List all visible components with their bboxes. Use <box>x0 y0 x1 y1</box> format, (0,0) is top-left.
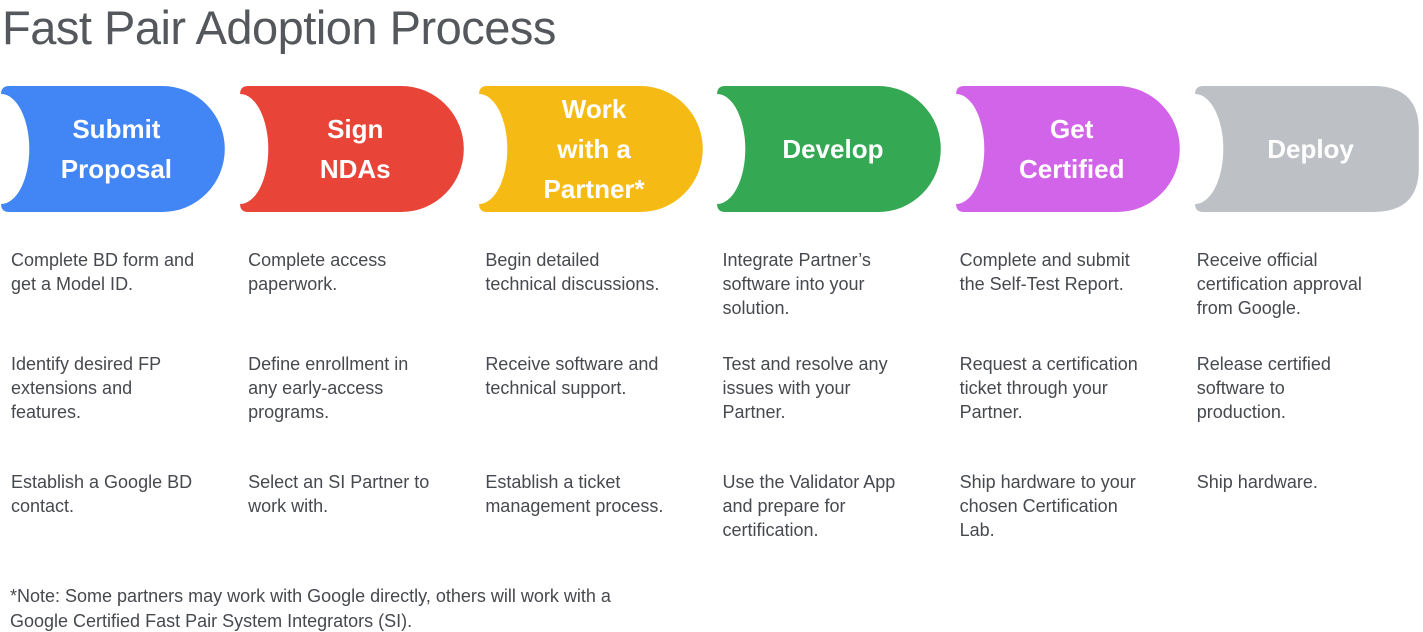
stage-shape <box>239 86 464 212</box>
step-item: Establish a ticket management process. <box>485 472 664 516</box>
stage-label: Develop <box>782 134 884 164</box>
chevron-pill-shape <box>717 86 942 212</box>
stage-shape <box>956 86 1181 212</box>
step-item: Receive official certification approval … <box>1196 250 1362 318</box>
step-item: Complete access paperwork. <box>248 250 387 294</box>
steps-grid: Complete BD form and get a Model ID. Ide… <box>0 248 1423 542</box>
stage-deploy: Deploy <box>1184 85 1423 213</box>
step-item: Request a certification ticket through y… <box>959 354 1138 422</box>
chevron-pill-shape <box>956 86 1181 212</box>
stage-shape <box>717 86 942 212</box>
step-item: Test and resolve any issues with your Pa… <box>722 354 888 422</box>
stage-work-with-partner: Work with a Partner* <box>468 85 707 213</box>
step-item: Complete BD form and get a Model ID. <box>11 250 195 294</box>
step-item: Release certified software to production… <box>1196 354 1331 422</box>
step-item: Ship hardware to your chosen Certificati… <box>959 472 1136 540</box>
stage-submit-proposal: Submit Proposal <box>0 85 229 213</box>
stage-label: Sign NDAs <box>319 114 391 184</box>
step-item: Establish a Google BD contact. <box>11 472 193 516</box>
process-flow: Submit Proposal Sign NDAs Work with a Pa… <box>0 85 1423 213</box>
rounded-end-shape <box>1195 86 1419 212</box>
step-item: Ship hardware. <box>1196 472 1318 492</box>
chevron-pill-shape <box>478 86 703 212</box>
stage-sign-ndas: Sign NDAs <box>229 85 468 213</box>
step-item: Select an SI Partner to work with. <box>248 472 430 516</box>
step-item: Begin detailed technical discussions. <box>485 250 660 294</box>
page-title: Fast Pair Adoption Process <box>2 1 556 54</box>
stage-shape <box>478 86 703 212</box>
chevron-pill-shape <box>239 86 464 212</box>
footnote: *Note: Some partners may work with Googl… <box>10 586 611 631</box>
stage-develop: Develop <box>706 85 945 213</box>
step-item: Integrate Partner’s software into your s… <box>722 250 871 318</box>
step-item: Use the Validator App and prepare for ce… <box>722 472 896 540</box>
stage-shape <box>1 86 225 212</box>
stage-shape <box>1195 86 1419 212</box>
chevron-pill-shape <box>1 86 225 212</box>
stage-label: Get Certified <box>1018 114 1125 184</box>
stage-label: Work with a Partner* <box>543 94 645 204</box>
stage-label: Submit Proposal <box>60 114 173 184</box>
step-item: Complete and submit the Self-Test Report… <box>959 250 1130 294</box>
step-item: Receive software and technical support. <box>485 354 659 398</box>
stage-label: Deploy <box>1267 134 1354 164</box>
step-item: Identify desired FP extensions and featu… <box>11 354 162 422</box>
stage-get-certified: Get Certified <box>945 85 1184 213</box>
step-item: Define enrollment in any early-access pr… <box>248 354 409 422</box>
